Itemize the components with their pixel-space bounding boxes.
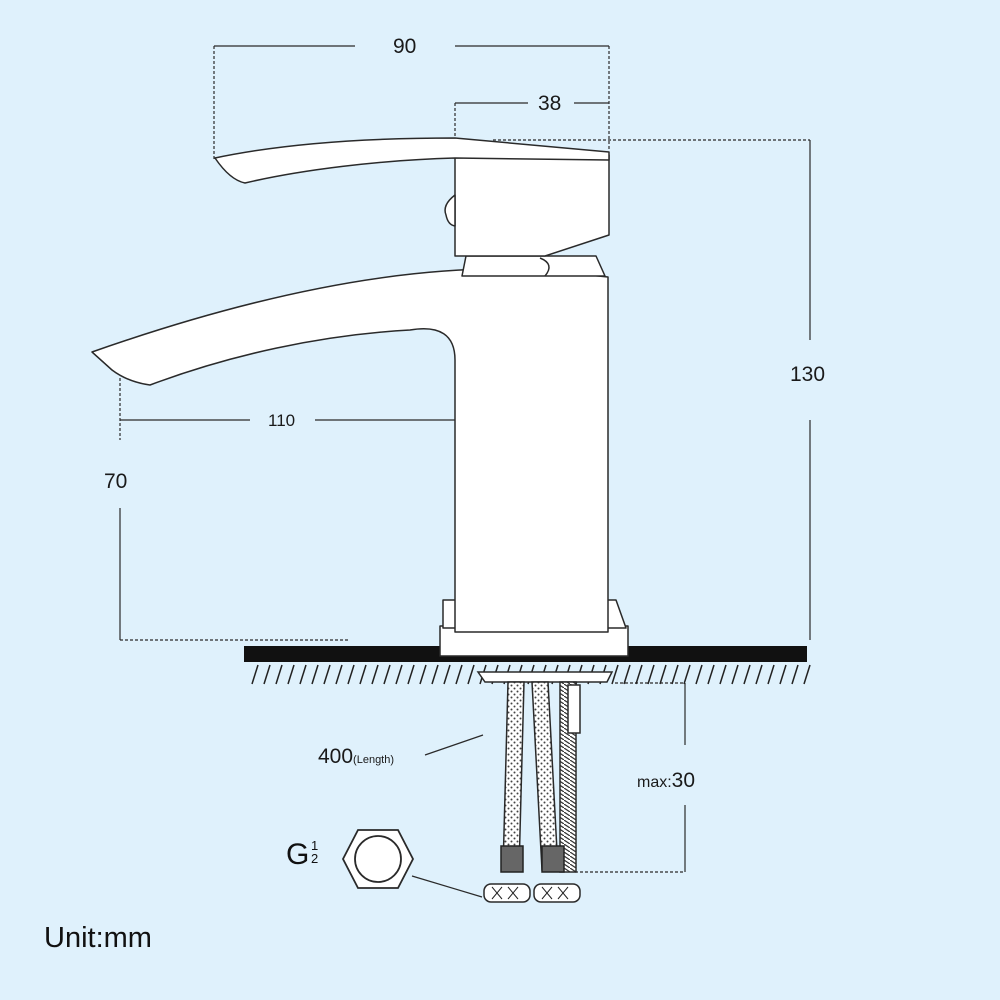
hose-length-label: 400(Length) (318, 746, 394, 767)
hatch-stroke (347, 664, 355, 685)
hatch-stroke (755, 664, 763, 685)
hose-left (502, 681, 525, 871)
hatch-stroke (707, 664, 715, 685)
hatch-stroke (659, 664, 667, 685)
faucet-side-knob (444, 194, 456, 227)
dim-handle-label: 38 (538, 92, 562, 115)
dim-width-label: 90 (393, 35, 417, 58)
hatch-stroke (635, 664, 643, 685)
hex-circle (354, 835, 402, 883)
max-deck-label: max:30 (637, 770, 695, 791)
hatch-stroke (251, 664, 259, 685)
hatch-stroke (371, 664, 379, 685)
hatch-stroke (695, 664, 703, 685)
hose-left-nut (483, 883, 531, 903)
faucet (91, 137, 629, 657)
hatch-stroke (359, 664, 367, 685)
hatch-stroke (443, 664, 451, 685)
dim-reach-label: 110 (268, 411, 296, 430)
thread-denominator: 2 (311, 851, 319, 866)
unit-label: Unit:mm (44, 922, 152, 954)
hatch-stroke (611, 664, 619, 685)
thread-hex-symbol (341, 829, 415, 889)
hatch-stroke (779, 664, 787, 685)
hatch-stroke (323, 664, 331, 685)
hatch-stroke (803, 664, 811, 685)
hatch-stroke (719, 664, 727, 685)
hose-right-end (541, 845, 565, 873)
mounting-nut (567, 684, 581, 734)
hose-length-value: 400 (318, 745, 354, 768)
hatch-stroke (743, 664, 751, 685)
hatch-stroke (671, 664, 679, 685)
thread-fraction: 1 2 (311, 839, 318, 865)
hose-length-note: (Length) (353, 754, 395, 766)
hatch-stroke (299, 664, 307, 685)
hatch-stroke (263, 664, 271, 685)
hatch-stroke (467, 664, 475, 685)
mounting-washer (476, 671, 614, 683)
faucet-lever (214, 137, 610, 184)
hatch-stroke (647, 664, 655, 685)
hatch-stroke (395, 664, 403, 685)
hatch-stroke (767, 664, 775, 685)
hatch-stroke (431, 664, 439, 685)
hatch-stroke (455, 664, 463, 685)
dim-spout-height-label: 70 (104, 470, 128, 493)
max-deck-value: 30 (671, 769, 696, 792)
hatch-stroke (791, 664, 799, 685)
under-counter-parts (476, 671, 614, 903)
hatch-stroke (419, 664, 427, 685)
thread-numerator: 1 (311, 838, 319, 853)
thread-leader (411, 875, 483, 898)
faucet-cartridge-ring (461, 255, 606, 277)
hose-leader (424, 734, 484, 756)
faucet-spout-body (91, 268, 609, 633)
hatch-stroke (623, 664, 631, 685)
thread-letter: G (286, 838, 310, 871)
hatch-stroke (731, 664, 739, 685)
hatch-stroke (311, 664, 319, 685)
hatch-stroke (335, 664, 343, 685)
hatch-stroke (275, 664, 283, 685)
hatch-stroke (683, 664, 691, 685)
hose-right-nut (533, 883, 581, 903)
max-deck-prefix: max: (637, 774, 672, 791)
hose-right (531, 681, 559, 871)
hose-left-end (500, 845, 524, 873)
hatch-stroke (407, 664, 415, 685)
hatch-stroke (287, 664, 295, 685)
faucet-handle-block (454, 154, 610, 257)
dim-height-label: 130 (790, 363, 826, 386)
hatch-stroke (383, 664, 391, 685)
